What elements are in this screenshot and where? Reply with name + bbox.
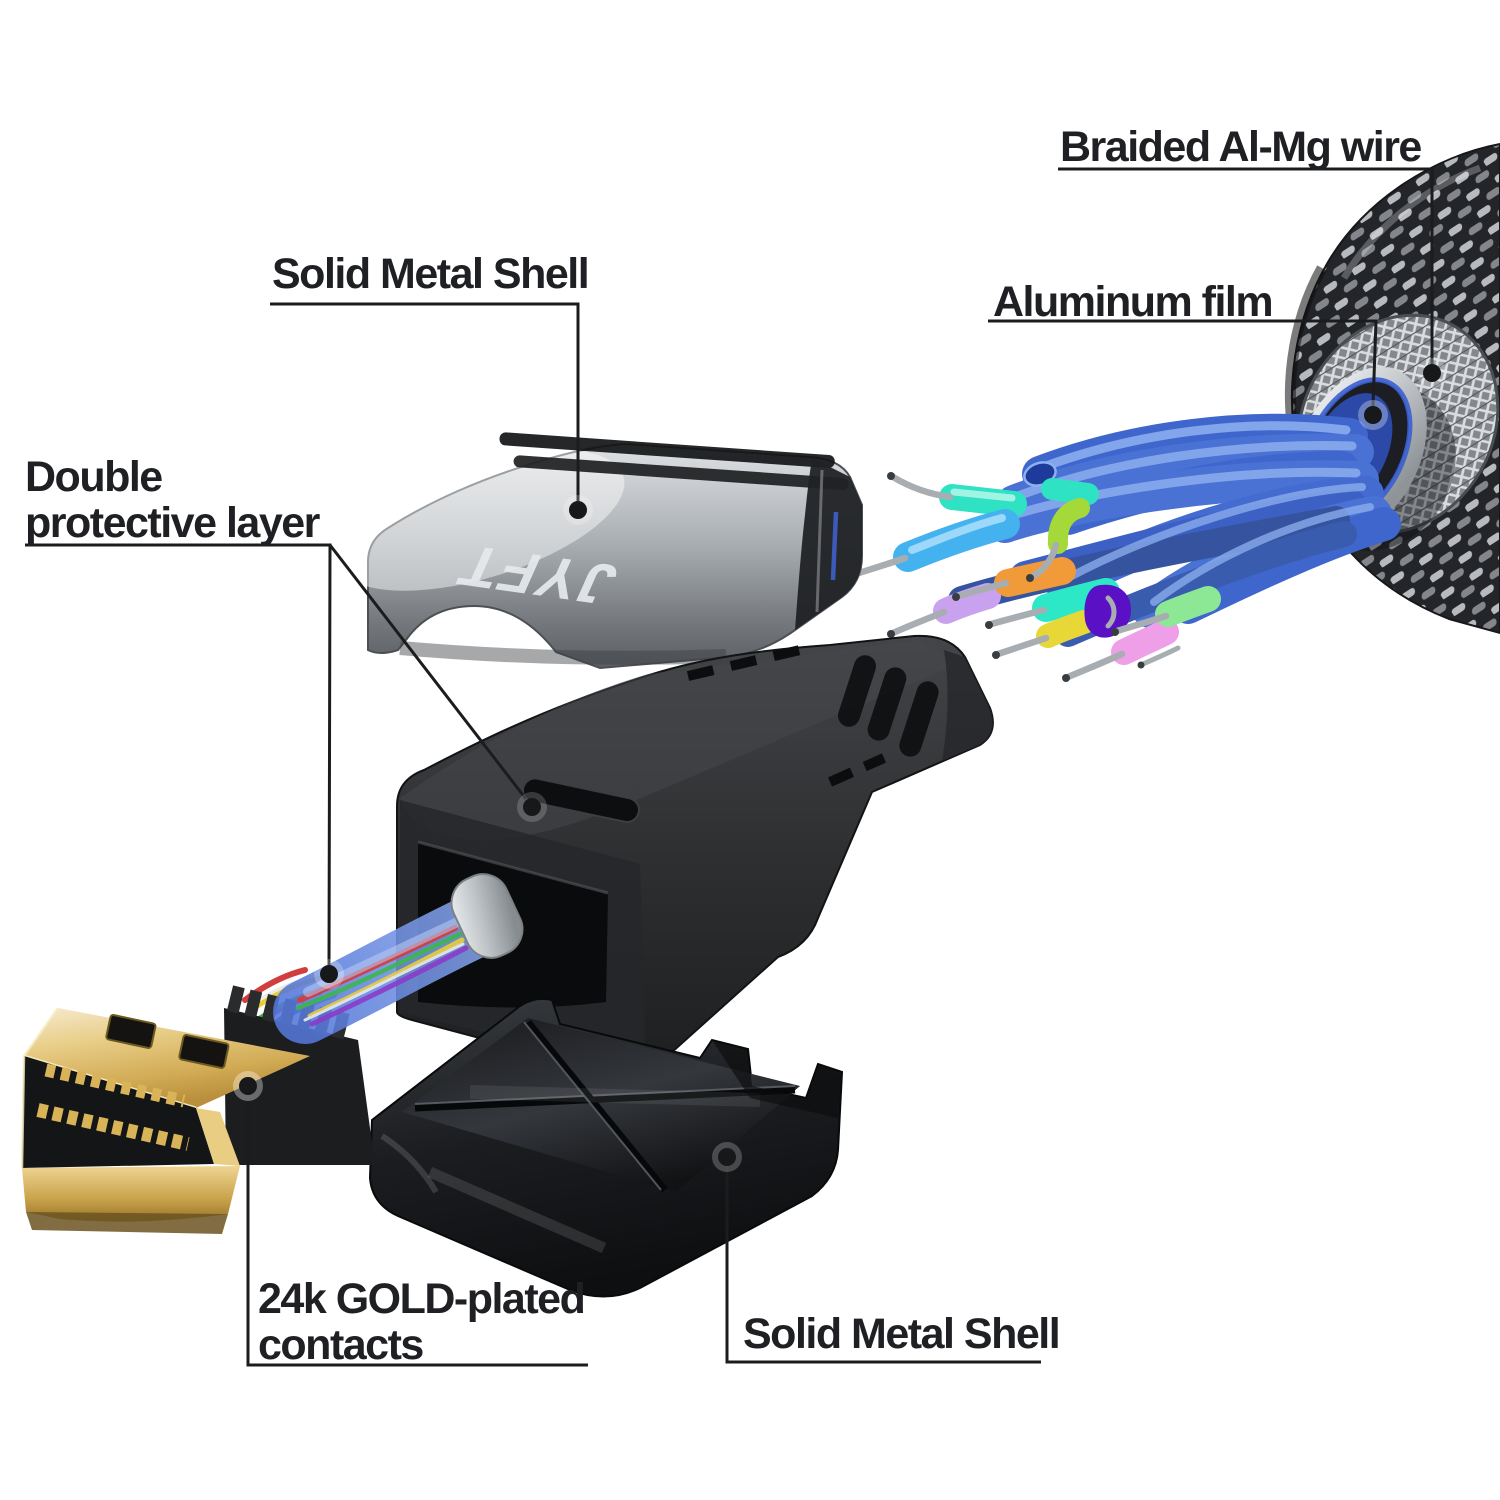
hdmi-connector	[20, 873, 524, 1234]
boot-end-shade	[942, 650, 993, 761]
colored-wire-tips	[893, 478, 1221, 665]
dot-gold-contacts	[233, 1071, 263, 1101]
shell-bottom-shade	[399, 641, 727, 665]
tray-rib-horizontal	[414, 1086, 796, 1112]
label-gold-plated-contacts-line2: contacts	[258, 1321, 424, 1370]
gold-pin-row-1	[44, 1063, 186, 1108]
gold-bottom-shadow	[26, 1212, 228, 1234]
shell-end-edge	[815, 469, 824, 613]
label-solid-metal-shell-bottom: Solid Metal Shell	[743, 1310, 1061, 1358]
tray-gloss-3	[380, 1133, 439, 1194]
shell-groove-1	[499, 432, 835, 469]
leader-dots	[233, 358, 1447, 1172]
dot-braided-wire	[1417, 358, 1447, 388]
boot-top-slot	[522, 777, 640, 823]
dot-double-layer-boot	[517, 792, 547, 822]
tray-rib-vertical	[525, 1019, 668, 1193]
leader-braided-wire	[1058, 167, 1434, 364]
stripped-strands	[852, 473, 1181, 681]
tray-rib-highlight-2	[523, 1021, 662, 1191]
leader-double-layer-diag	[328, 544, 528, 800]
label-gold-plated-contacts: 24k GOLD-plated contacts	[258, 1275, 586, 1370]
boot-top-edge-notches	[686, 645, 802, 681]
boot-bottom-edge-notches	[827, 753, 887, 787]
braid-highlight	[1340, 164, 1482, 280]
gold-bottom-lip	[22, 1166, 240, 1222]
label-braided-al-mg-wire: Braided Al-Mg wire	[1060, 123, 1422, 171]
dot-shell-top	[563, 495, 593, 525]
metal-shell-bottom	[368, 997, 844, 1298]
label-double-protective-layer: Double protective layer	[25, 453, 320, 548]
leader-gold-contacts	[246, 1095, 588, 1367]
leader-double-layer-v	[25, 543, 332, 966]
label-aluminum-film: Aluminum film	[993, 278, 1274, 326]
dot-shell-bottom	[712, 1142, 742, 1172]
dot-double-layer-wrap	[314, 959, 344, 989]
leader-lines	[25, 167, 1434, 1367]
shell-lock-hole-1	[105, 1014, 157, 1049]
shell-end-cap	[795, 458, 862, 630]
boot-strain-relief-slots	[837, 655, 939, 757]
tray-gloss-2	[427, 1166, 607, 1254]
shell-lock-hole-2	[178, 1034, 230, 1069]
dot-aluminum-film	[1358, 400, 1388, 430]
gold-top-face	[24, 1008, 310, 1108]
wrap-ferrule	[450, 873, 524, 959]
leader-shell-bottom	[725, 1166, 1041, 1364]
tray-rib-highlight-1	[414, 1085, 796, 1105]
tray-interior	[402, 1018, 800, 1192]
gold-side-chamfer	[196, 1108, 240, 1166]
boot-opening-lip	[417, 840, 609, 895]
label-double-protective-layer-line1: Double	[25, 453, 163, 501]
gold-pin-row-2	[36, 1103, 190, 1151]
label-solid-metal-shell-top: Solid Metal Shell	[272, 250, 590, 298]
leader-aluminum-film	[988, 319, 1378, 407]
label-double-protective-layer-line2: protective layer	[25, 499, 320, 548]
tray-cable-cradle	[712, 1040, 842, 1118]
shell-end-blue-glint	[830, 511, 839, 581]
wrap-sheen	[303, 915, 467, 997]
rubber-boot	[396, 634, 994, 1080]
cable-end	[850, 142, 1500, 682]
leader-shell-top	[270, 302, 580, 501]
shell-top-sheen	[335, 449, 625, 591]
label-gold-plated-contacts-line1: 24k GOLD-plated	[258, 1275, 586, 1323]
gold-tip-edge	[20, 1007, 60, 1169]
shell-groove-2	[513, 455, 849, 491]
metal-shell-top: JYFT	[335, 432, 863, 670]
tray-gloss-1	[469, 1085, 761, 1107]
